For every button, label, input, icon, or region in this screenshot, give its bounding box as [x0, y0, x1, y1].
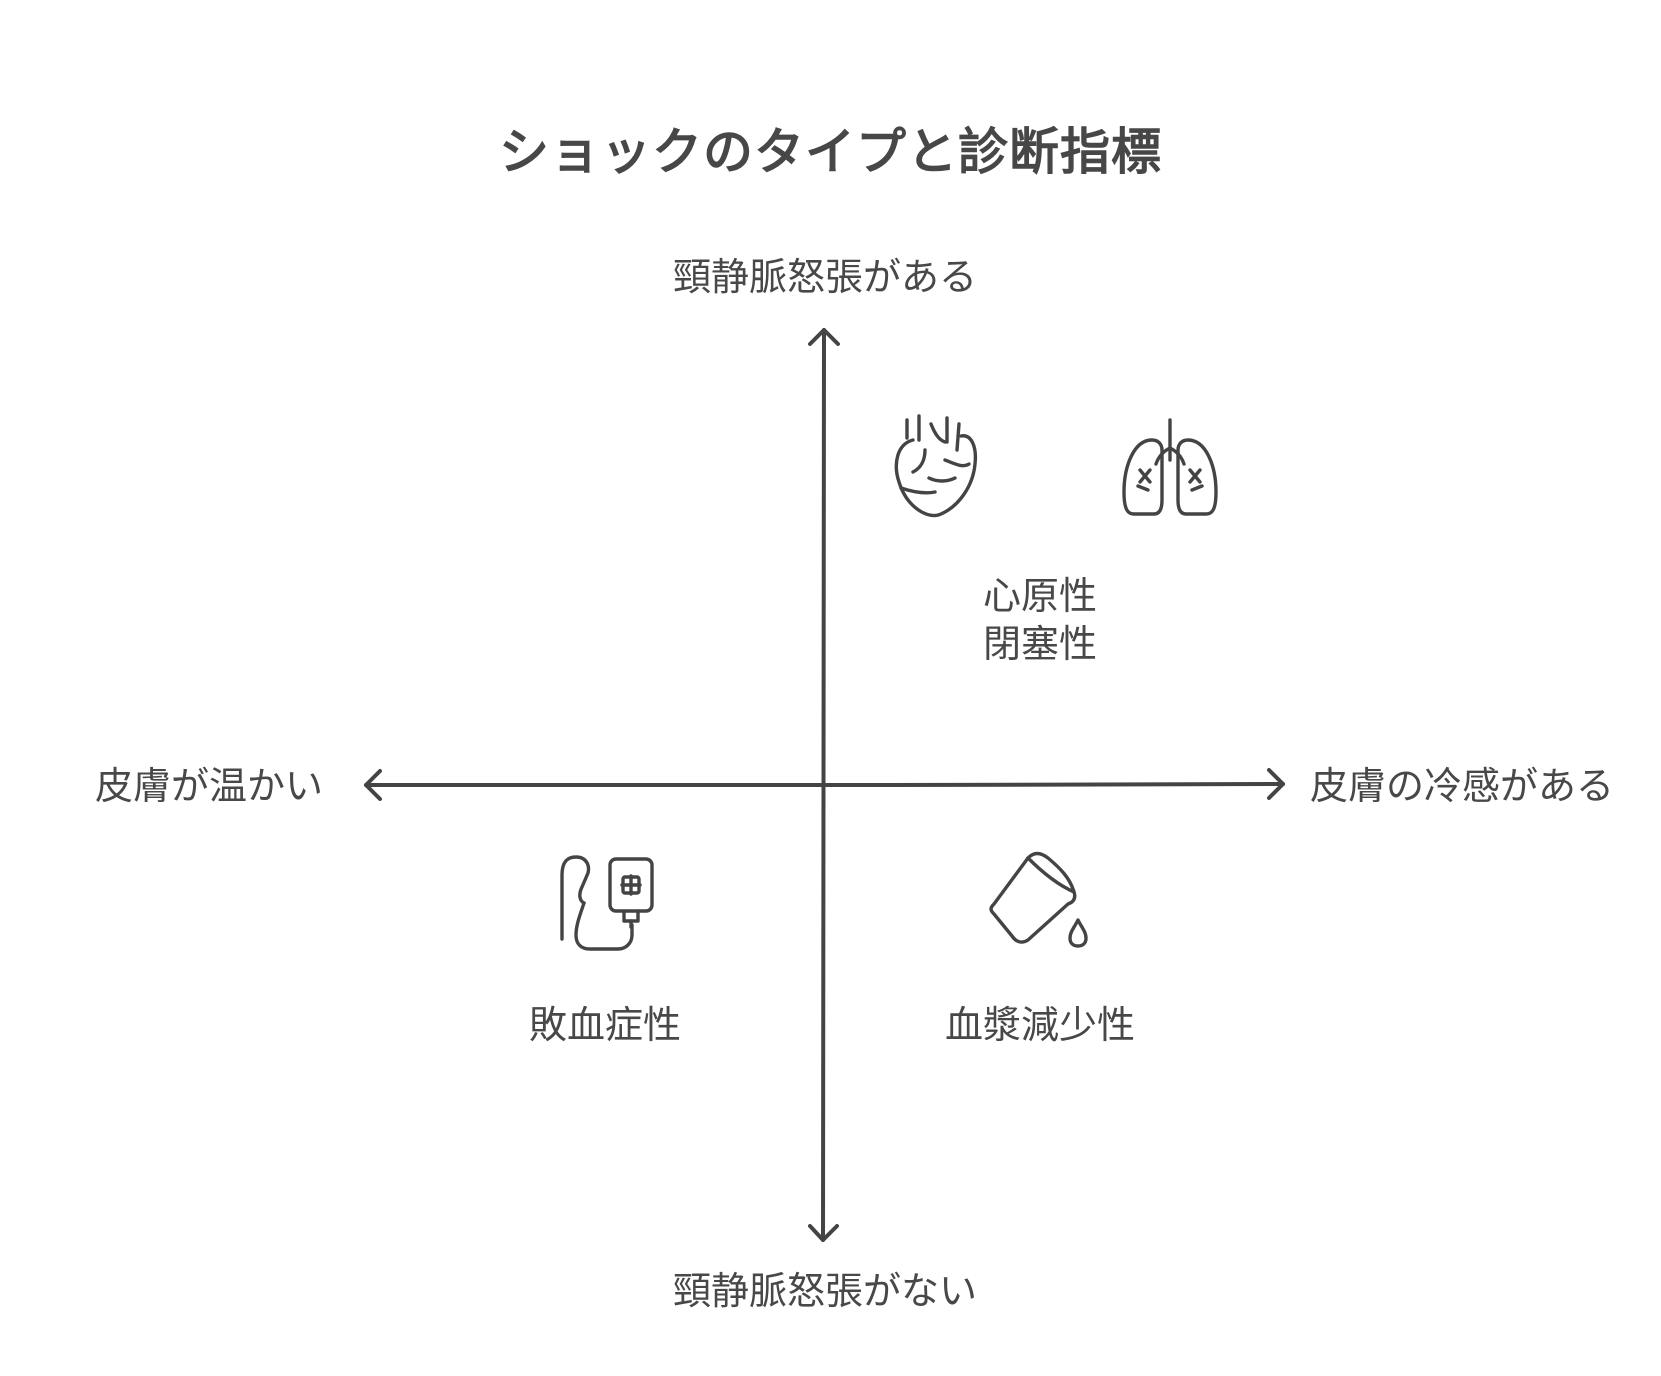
- quadrant-label-obstructive: 閉塞性: [982, 622, 1097, 666]
- quadrant-label-cardiogenic: 心原性: [982, 574, 1097, 618]
- iv-drip-icon: [560, 855, 654, 951]
- quadrant-label-top-right: 心原性 閉塞性: [940, 572, 1140, 668]
- horizontal-axis: [364, 768, 1285, 801]
- arrow-left-icon: [364, 769, 382, 801]
- axis-label-bottom: 頸静脈怒張がない: [672, 1269, 977, 1313]
- heart-icon: [894, 414, 978, 518]
- axis-label-right: 皮膚の冷感がある: [1310, 764, 1615, 808]
- diagram-title: ショックのタイプと診断指標: [499, 123, 1162, 181]
- axis-label-top: 頸静脈怒張がある: [672, 255, 977, 299]
- lungs-icon: [1122, 418, 1218, 516]
- axis-label-left: 皮膚が温かい: [95, 764, 324, 808]
- spilled-cup-icon: [989, 851, 1088, 948]
- arrow-up-icon: [808, 328, 840, 346]
- vertical-axis: [808, 328, 840, 1242]
- quadrant-label-hypovolemic: 血漿減少性: [944, 1003, 1135, 1047]
- quadrant-label-septic: 敗血症性: [528, 1003, 681, 1047]
- arrow-down-icon: [808, 1224, 839, 1242]
- arrow-right-icon: [1267, 768, 1285, 800]
